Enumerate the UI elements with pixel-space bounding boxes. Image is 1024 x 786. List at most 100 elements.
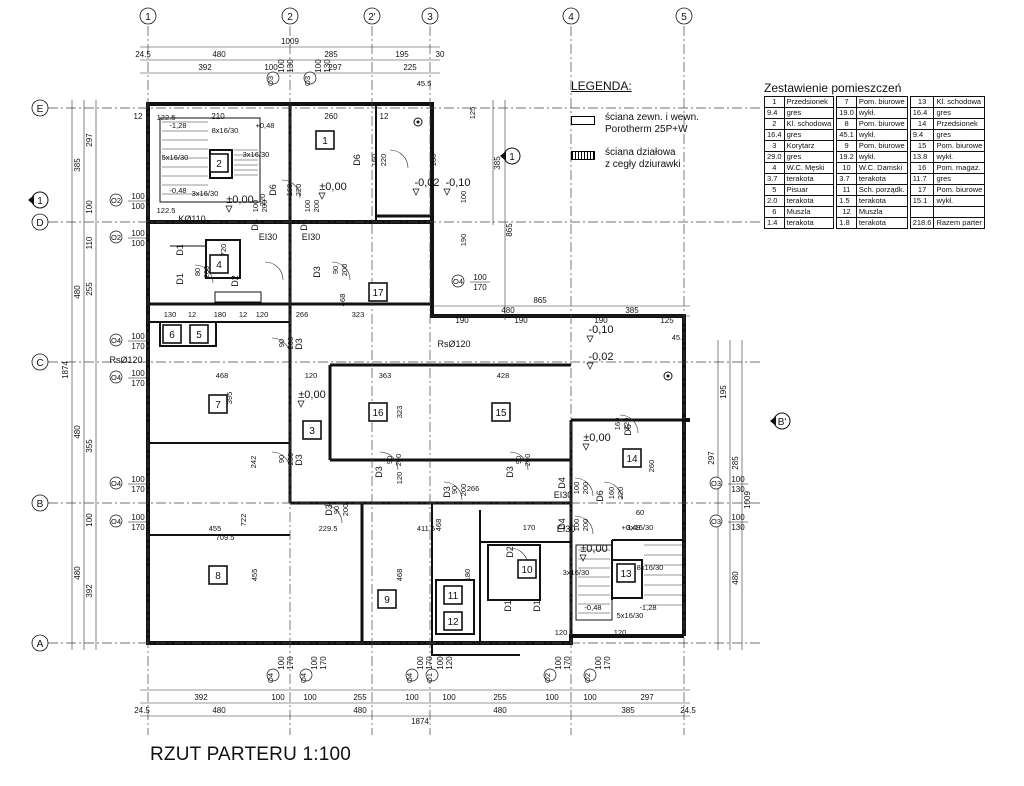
element-label: EI30 [554,490,573,500]
axis-bubble-icon [421,7,439,25]
legend-label: ściana działowa [605,147,676,158]
dimension-text: 242 [249,456,258,469]
element-label: D4 [250,219,260,231]
window-code-icon [583,668,597,682]
elevation-triangle-icon [412,188,420,196]
room-number-cell: 17 [909,184,935,196]
dimension-text: 60 [636,508,644,517]
window-size: 100 [731,475,745,484]
dimension-text: 180 [214,310,227,319]
dimension-text: 120 [395,472,404,485]
dimension-text: 100 [405,693,419,702]
dimension-text: 722 [239,514,248,527]
window-code-icon [709,514,723,528]
dimension-text: 468 [395,569,404,582]
door-size: 200 [202,266,211,279]
room-floor-cell: wykł. [855,151,908,163]
window-size: 120 [445,656,454,670]
window-size: 100 [436,656,445,670]
door-swing-arc [603,481,623,501]
door-size: 200 [312,200,321,213]
door-size: 90 [332,506,341,514]
room-number: 4 [216,260,222,271]
room-tag-box [189,324,209,344]
room-number-cell: 7 [836,96,857,108]
door-size: 200 [581,519,590,532]
elevation-mark: -0,48 [584,603,601,612]
section-mark-label: 1 [37,196,43,207]
elevation-mark: ±0,00 [298,389,325,401]
dimension-text: 385 [73,158,82,172]
dimension-text: 120 [256,310,269,319]
door-swing-arc [574,515,594,535]
window-code: O4 [453,277,463,286]
axis-bubble-icon [31,494,49,512]
room-floor-cell: wykł. [855,107,908,119]
window-size: 100 [131,239,145,248]
dimension-text: 100 [442,693,456,702]
legend-label: z cegły dziurawki [605,159,681,170]
dimension-text: 190 [455,316,469,325]
room-area-cell: 15.1 [909,195,935,207]
window-size: 130 [731,523,745,532]
dimension-text: 100 [85,200,94,214]
roof-drain-dot-icon [416,120,420,124]
door-size: 160 [285,184,294,197]
room-number: 3 [309,426,315,437]
element-label: D3 [442,486,452,498]
dimension-text: 395 [225,392,234,405]
stair-treads [162,121,682,614]
room-tag-box [491,402,511,422]
axis-label: B [37,499,44,510]
dimension-text: 428 [497,371,510,380]
window-code: O4 [299,673,308,683]
stair-spec: 3x16/30 [627,523,654,532]
room-floor-cell: gres [933,129,986,141]
axis-bubble-icon [31,99,49,117]
dimension-text: 24.5 [134,706,150,715]
dimension-text: 255 [493,693,507,702]
element-label: D3 [294,454,304,466]
dimension-text: 170 [523,523,536,532]
section-mark-label: B' [778,417,787,428]
door-size: 200 [459,484,468,497]
element-label: KØ110 [178,214,205,224]
room-name-cell: Muszla [783,206,835,218]
elevation-triangle-icon [582,443,590,451]
dimension-text: 385 [493,156,502,170]
element-label: D2 [505,546,515,558]
dimension-text: 392 [194,693,208,702]
room-area-cell: 45.1 [836,129,857,141]
room-area-cell: 9.4 [909,129,935,141]
dimension-text: 392 [85,584,94,598]
window-code-icon [109,333,123,347]
dimension-text: 260 [647,460,656,473]
window-size: 100 [594,656,603,670]
door-size: 160 [370,154,379,167]
dimension-text: 229.5 [319,524,338,533]
dimension-text: 255 [85,282,94,296]
window-code: O2 [111,196,121,205]
dimension-text: 122.5 [157,206,176,215]
door-size: 90 [331,266,340,274]
door-swing-arc [281,179,301,199]
room-name-cell: Pom. biurowe [855,96,908,108]
dimension-text: 455 [250,569,259,582]
dimension-text: 45.5 [672,333,687,342]
dimension-text: 323 [395,406,404,419]
dimension-text: 30 [436,50,445,59]
door-swing-arc [379,451,399,471]
room-tag-box [209,254,229,274]
door-size: 90 [514,456,523,464]
room-number-cell: 6 [764,206,785,218]
element-label: D3 [505,466,515,478]
window-code: O3 [711,479,721,488]
elevation-mark: ±0,00 [583,432,610,444]
room-tag-box [315,130,335,150]
dimension-text: 100 [85,513,94,527]
room-number: 2 [216,159,222,170]
window-size: 100 [277,59,286,73]
room-floor-cell: gres [933,173,986,185]
